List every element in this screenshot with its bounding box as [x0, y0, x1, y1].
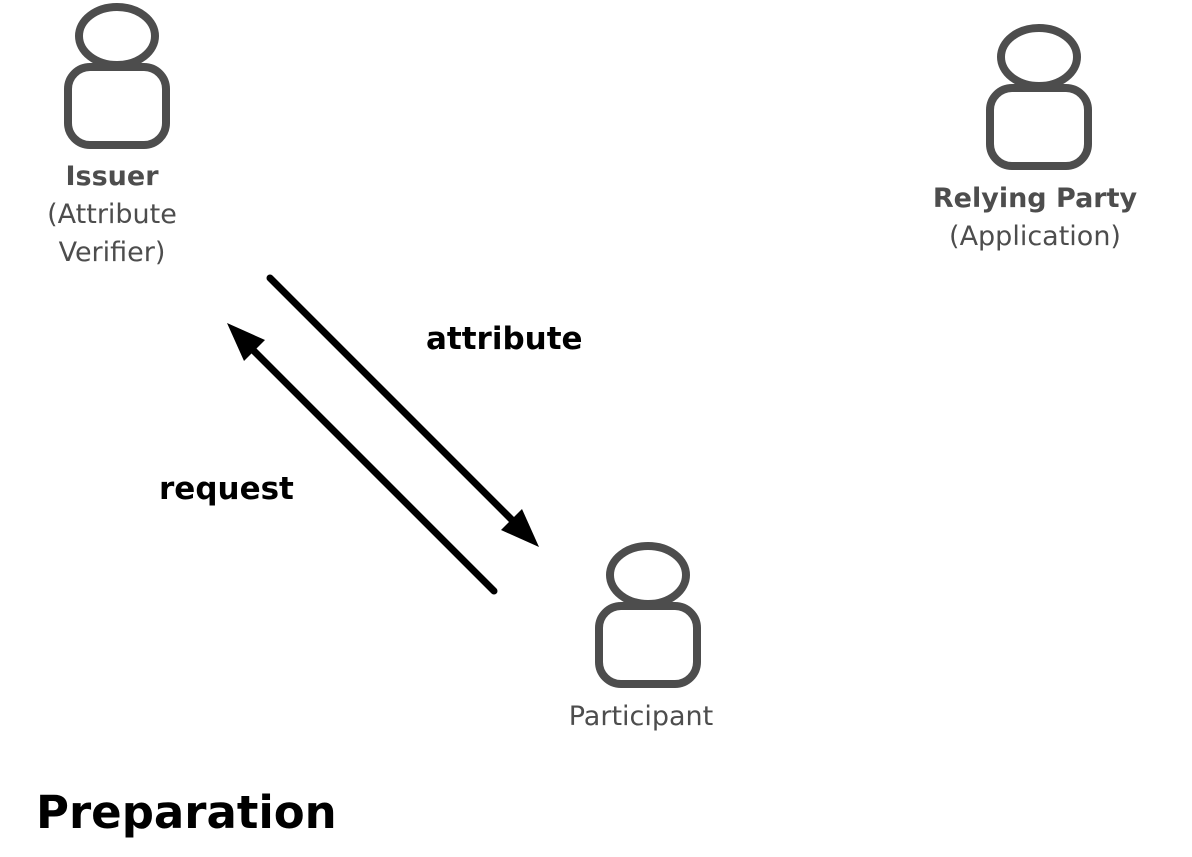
participant-name: Participant: [568, 701, 714, 732]
issuer-label: Issuer (Attribute Verifier): [47, 158, 177, 272]
request-arrow: [227, 323, 498, 595]
issuer-name: Issuer: [65, 161, 159, 192]
attribute-arrow: [266, 274, 539, 547]
request-edge-label: request: [159, 471, 294, 507]
issuer-person-icon: [64, 3, 170, 149]
issuer-role-line1: (Attribute: [47, 199, 177, 230]
relying-party-name: Relying Party: [932, 183, 1138, 214]
attribute-edge-label: attribute: [426, 321, 583, 357]
participant-label: Participant: [569, 698, 714, 736]
relying-party-person-icon: [986, 24, 1092, 170]
diagram-title: Preparation: [36, 786, 337, 839]
relying-party-label: Relying Party (Application): [933, 180, 1137, 256]
issuer-role-line2: Verifier): [58, 237, 166, 268]
participant-person-icon: [595, 542, 701, 688]
relying-party-role: (Application): [949, 221, 1121, 252]
